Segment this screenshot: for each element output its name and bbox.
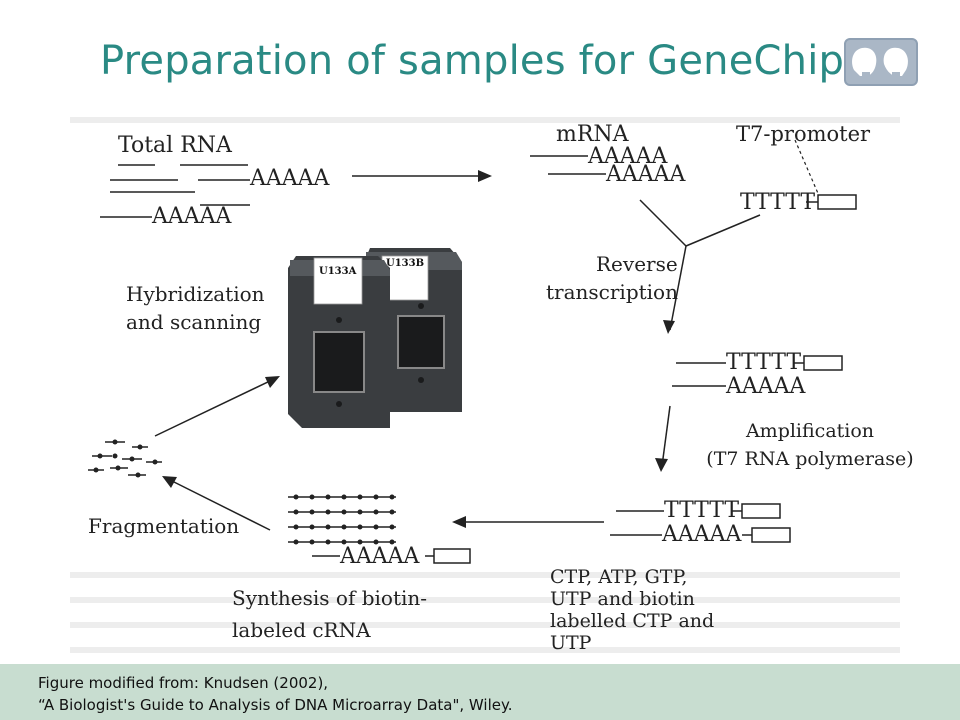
fragment-dots xyxy=(93,439,158,478)
mrna-label: mRNA xyxy=(556,122,629,147)
reverse-transcription-arrowhead xyxy=(663,320,675,334)
ntp-label-1: CTP, ATP, GTP, xyxy=(550,566,688,588)
background-texture xyxy=(70,117,900,653)
total-rna-polya-2: AAAAA xyxy=(152,204,232,229)
amplified-box-2 xyxy=(751,527,791,543)
logo-icon xyxy=(844,38,918,86)
t7-promoter-label: T7-promoter xyxy=(736,122,871,146)
amplified-strands xyxy=(610,510,752,536)
citation-footer: Figure modified from: Knudsen (2002), “A… xyxy=(0,664,960,720)
arrow-to-synthesis xyxy=(452,516,604,528)
synthesis-polya: AAAAA xyxy=(340,544,420,569)
total-rna-strands xyxy=(100,164,250,218)
mrna-polya-2: AAAAA xyxy=(606,162,686,187)
amplification-arrow xyxy=(655,405,671,472)
ntp-label-4: UTP xyxy=(550,632,592,654)
t7-primer xyxy=(794,139,857,210)
cdna-strands xyxy=(672,362,804,387)
polymerase-label: (T7 RNA polymerase) xyxy=(706,448,914,470)
primer-polyt: TTTTT xyxy=(740,190,816,215)
ntp-label-2: UTP and biotin xyxy=(550,588,695,610)
hybridization-label: Hybridization xyxy=(126,282,265,306)
amplified-polya: AAAAA xyxy=(662,522,742,547)
logo-graphic xyxy=(852,47,908,78)
genechip-u133a: U133A xyxy=(288,256,390,428)
mrna-strands xyxy=(530,155,606,175)
transcription-label: transcription xyxy=(546,280,678,304)
synthesis-label-1: Synthesis of biotin- xyxy=(232,586,428,610)
cdna-polya: AAAAA xyxy=(726,374,806,399)
synthesis-box xyxy=(433,548,471,564)
amplified-box-1 xyxy=(741,503,781,519)
reverse-label: Reverse xyxy=(596,252,678,276)
arrow-to-fragmentation xyxy=(162,476,271,531)
total-rna-polya-1: AAAAA xyxy=(250,166,330,191)
page-title: Preparation of samples for GeneChip xyxy=(100,38,845,84)
biotin-dots xyxy=(293,494,395,545)
amplified-polyt: TTTTT xyxy=(664,498,740,523)
cdna-polyt: TTTTT xyxy=(726,350,802,375)
ntp-label-3: labelled CTP and xyxy=(550,610,715,632)
synthesis-label-2: labeled cRNA xyxy=(232,618,371,642)
arrow-to-hybridization xyxy=(154,376,280,437)
arrow-total-to-mrna xyxy=(352,170,492,182)
scanning-label: and scanning xyxy=(126,310,262,334)
mrna-polya-1: AAAAA xyxy=(588,144,668,169)
chip-a-label: U133A xyxy=(319,266,357,277)
amplification-label: Amplification xyxy=(745,420,875,442)
fragmentation-label: Fragmentation xyxy=(88,514,240,538)
chip-b-label: U133B xyxy=(386,258,424,269)
total-rna-label: Total RNA xyxy=(118,133,232,158)
reverse-transcription-arrow xyxy=(639,199,761,331)
citation-line-2: “A Biologist's Guide to Analysis of DNA … xyxy=(38,696,513,714)
citation-line-1: Figure modified from: Knudsen (2002), xyxy=(38,674,329,692)
fragments xyxy=(88,441,162,476)
cdna-promoter-box xyxy=(803,355,843,371)
